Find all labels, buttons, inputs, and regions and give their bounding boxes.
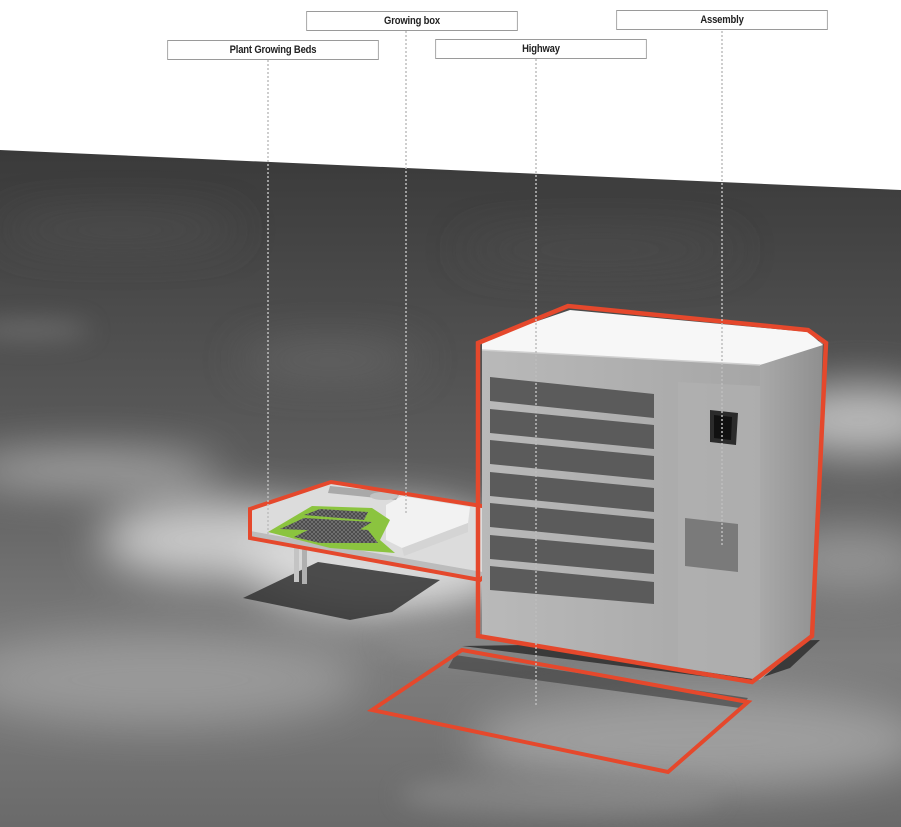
assembly-building [475, 303, 829, 685]
service-panel [685, 518, 738, 572]
callout-assembly: Assembly [616, 10, 828, 30]
callout-growing-box: Growing box [306, 11, 518, 31]
leader-lines [267, 31, 723, 706]
callout-highway: Highway [435, 39, 647, 59]
window-bands [490, 377, 654, 604]
support-leg [302, 544, 307, 584]
mesh-beds [280, 509, 378, 543]
highway-outline [366, 647, 753, 775]
support-leg [294, 542, 299, 582]
growing-box [248, 479, 490, 584]
callout-plant-growing-beds: Plant Growing Beds [167, 40, 379, 60]
